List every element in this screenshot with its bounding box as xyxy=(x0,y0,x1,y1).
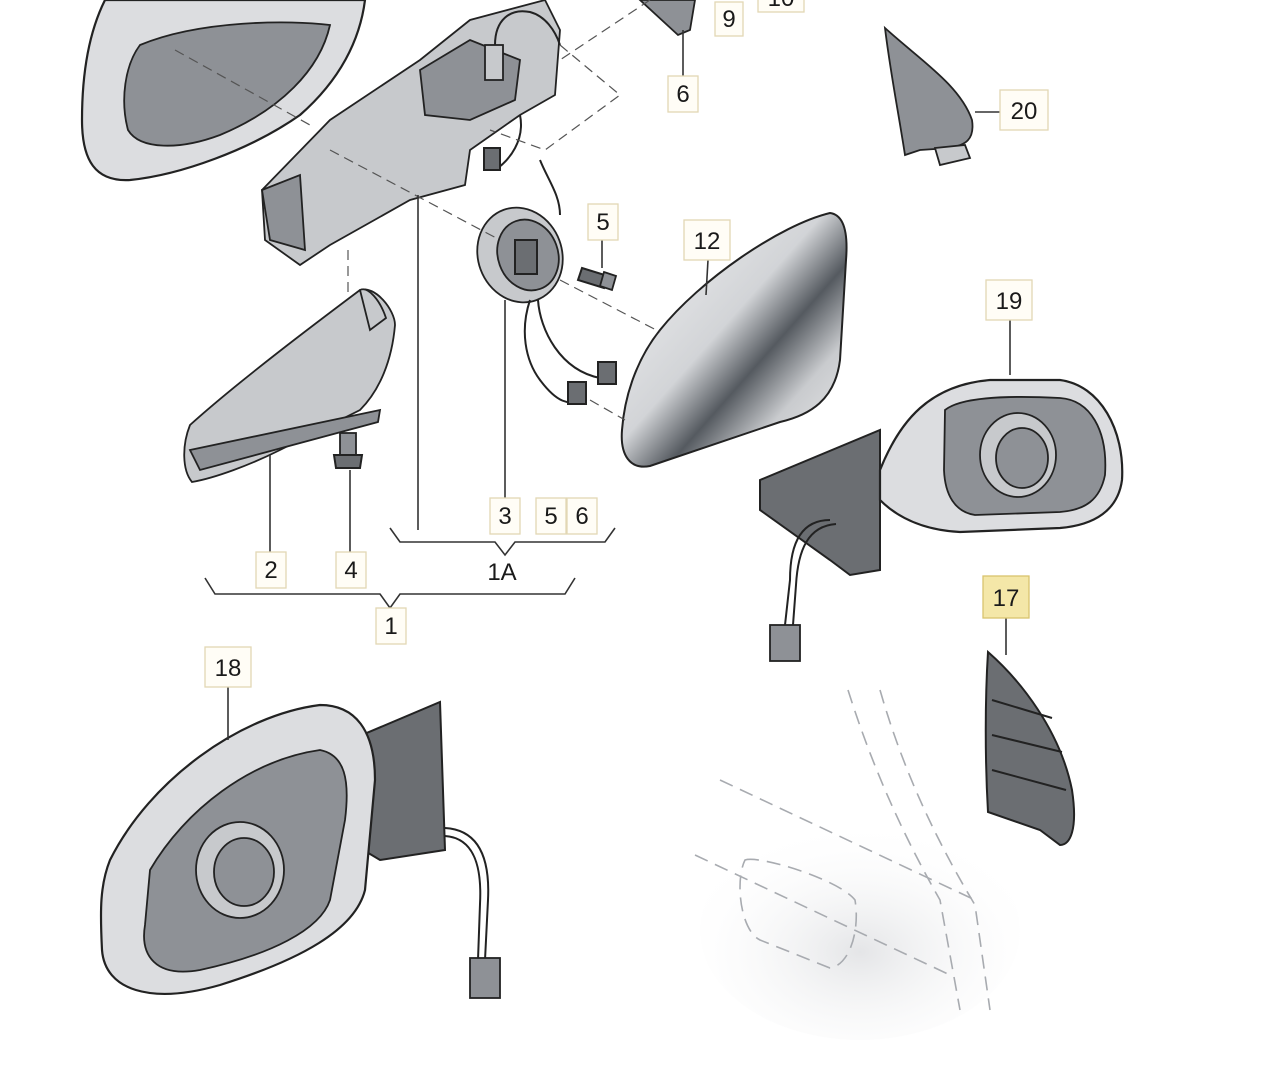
mirror-housing-top-left xyxy=(80,0,367,182)
callout-6-top[interactable]: 6 xyxy=(667,75,699,113)
cover-part-17 xyxy=(984,649,1076,847)
callout-6-group[interactable]: 6 xyxy=(566,497,598,535)
svg-text:2: 2 xyxy=(264,557,277,584)
mirror-glass-part-12 xyxy=(620,211,848,468)
svg-text:4: 4 xyxy=(344,557,357,584)
svg-text:20: 20 xyxy=(1011,98,1038,125)
svg-text:17: 17 xyxy=(993,585,1020,612)
callout-17[interactable]: 17 xyxy=(982,575,1030,619)
svg-text:1: 1 xyxy=(384,613,397,640)
cover-piece-top xyxy=(638,0,696,37)
svg-text:5: 5 xyxy=(544,503,557,530)
callout-19[interactable]: 19 xyxy=(985,279,1033,321)
adjustment-motor-part-3 xyxy=(476,159,617,405)
svg-text:9: 9 xyxy=(722,6,735,33)
lower-cover-part-2 xyxy=(183,288,396,483)
triangle-cover-part-20 xyxy=(883,25,974,167)
leader-lines xyxy=(227,30,1011,740)
callout-5-group[interactable]: 5 xyxy=(535,497,567,535)
callout-4[interactable]: 4 xyxy=(335,551,367,589)
complete-mirror-part-18 xyxy=(99,700,501,999)
screw-part-4 xyxy=(332,432,364,469)
car-door-ghost xyxy=(694,689,1020,1040)
svg-text:1A: 1A xyxy=(487,559,516,586)
callout-5-screw[interactable]: 5 xyxy=(587,203,619,241)
callout-18[interactable]: 18 xyxy=(204,646,252,688)
complete-mirror-part-19 xyxy=(759,378,1124,662)
svg-text:12: 12 xyxy=(694,228,721,255)
svg-text:6: 6 xyxy=(676,81,689,108)
callout-9[interactable]: 9 xyxy=(714,1,744,37)
callout-1[interactable]: 1 xyxy=(375,607,407,645)
callout-3[interactable]: 3 xyxy=(489,497,521,535)
svg-text:19: 19 xyxy=(996,288,1023,315)
svg-text:5: 5 xyxy=(596,209,609,236)
callout-20[interactable]: 20 xyxy=(999,89,1049,131)
svg-text:18: 18 xyxy=(215,655,242,682)
alignment-lines xyxy=(174,0,661,421)
callout-10[interactable]: 10 xyxy=(757,0,805,13)
mirror-base-bracket xyxy=(260,0,561,267)
screw-part-5 xyxy=(576,266,618,292)
callout-12[interactable]: 12 xyxy=(683,219,731,261)
callout-1a[interactable]: 1A xyxy=(487,559,516,586)
svg-text:10: 10 xyxy=(768,0,795,12)
svg-text:3: 3 xyxy=(498,503,511,530)
callout-2[interactable]: 2 xyxy=(255,551,287,589)
svg-text:6: 6 xyxy=(575,503,588,530)
